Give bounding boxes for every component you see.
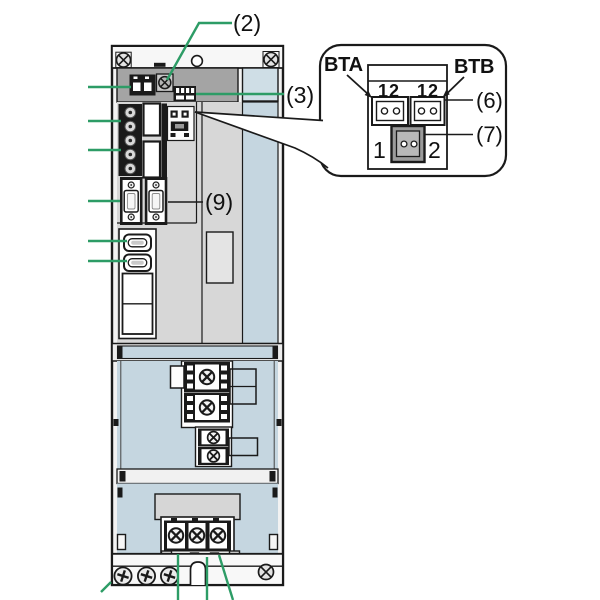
panel-seam — [161, 103, 167, 178]
battery-junction-connector — [390, 124, 426, 164]
mounting-notch — [189, 561, 207, 585]
power-terminal-block — [160, 516, 235, 555]
terminal-tab — [169, 365, 185, 389]
callout-label-7: (7) — [476, 122, 503, 147]
terminal-recess — [154, 493, 241, 521]
module-slot — [142, 140, 162, 179]
base-screw-icon — [136, 566, 157, 586]
usb-port-icon — [123, 253, 152, 272]
label-pins-left: 12 — [378, 81, 400, 101]
callout-label-6: (6) — [476, 88, 503, 113]
top-connector-band — [116, 67, 279, 103]
charge-connector — [129, 74, 156, 96]
base-screw-icon — [159, 566, 180, 586]
control-terminal-screw — [198, 447, 229, 465]
corner-screw-icon — [115, 52, 132, 68]
dsub-connector — [119, 176, 144, 226]
rating-plate — [205, 231, 234, 284]
base-screw-icon — [257, 563, 275, 581]
label-pin-2: 2 — [428, 137, 441, 163]
usb-panel — [118, 228, 157, 340]
bus-terminal-screw — [184, 393, 230, 423]
mid-divider — [112, 342, 283, 362]
labels: (2) (3) (9) (6) (7) BTA BTB 12 12 1 2 — [205, 10, 503, 215]
mounting-tab — [116, 533, 127, 551]
arrowhead-BTB — [442, 90, 450, 98]
callout-line-2 — [165, 21, 232, 81]
callout-line-bottom — [217, 554, 235, 600]
side-blue-panel-top — [241, 67, 279, 102]
callout-line-corner — [100, 581, 112, 593]
battery-connector-detail — [367, 64, 448, 170]
label-BTB: BTB — [454, 56, 494, 78]
upper-panel — [117, 101, 279, 345]
busbar-outline — [228, 437, 259, 457]
label-pin-1: 1 — [373, 137, 386, 163]
top-cap — [112, 47, 283, 69]
label-pins-right: 12 — [417, 81, 439, 101]
corner-screw-icon — [263, 51, 279, 68]
control-terminal-screw — [198, 429, 229, 447]
cap-tick — [154, 62, 166, 67]
usb-port-icon — [123, 233, 152, 252]
bus-terminal-screw — [184, 362, 230, 392]
battery-connector-BTB — [409, 96, 446, 126]
balloon-tail — [195, 112, 328, 168]
mounting-tab — [268, 533, 279, 551]
test-contact-column — [118, 104, 142, 176]
module-slot — [142, 102, 162, 137]
callout-label-2: (2) — [233, 10, 261, 36]
base-screw-icon — [113, 566, 133, 586]
power-terminal-section — [116, 483, 279, 560]
label-BTA: BTA — [324, 54, 363, 76]
balloon-arrows — [346, 74, 473, 136]
detail-balloon — [194, 43, 508, 178]
top-io-connector-strip — [173, 86, 196, 101]
battery-connector-on-unit — [166, 105, 195, 142]
callout-label-3: (3) — [286, 82, 314, 108]
callout-label-9: (9) — [205, 189, 233, 215]
vent-hole — [190, 54, 204, 68]
battery-connector-BTA — [371, 96, 409, 126]
arrowhead-BTA — [364, 90, 372, 98]
callout-lines-green — [88, 21, 284, 600]
top-screw-terminal — [155, 73, 174, 93]
bus-terminal-section — [113, 360, 282, 485]
base-plate — [112, 552, 283, 586]
side-blue-panel — [241, 101, 279, 345]
servo-unit-body — [110, 44, 285, 587]
dsub-connector — [144, 176, 169, 226]
